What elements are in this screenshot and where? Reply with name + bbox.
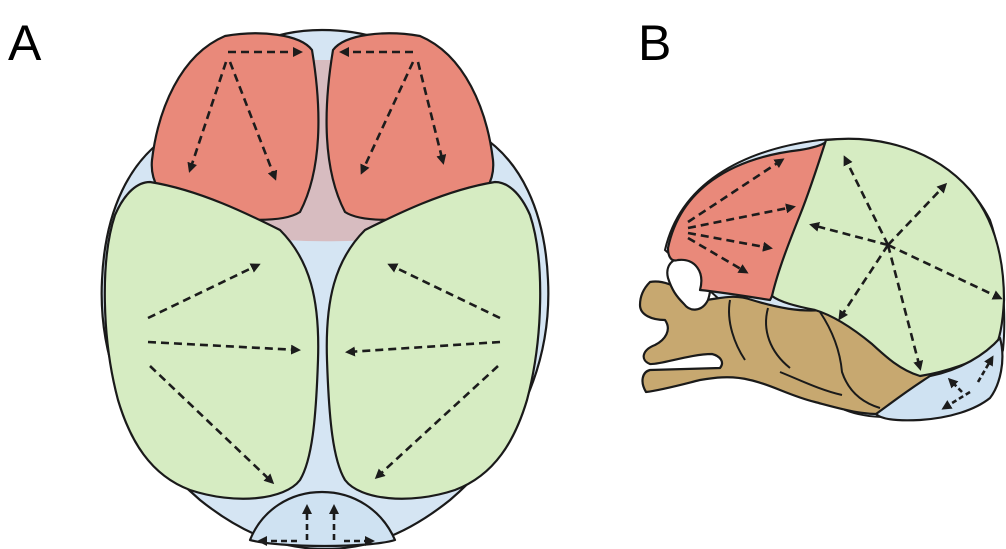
top-view-skull xyxy=(102,30,549,549)
side-view-skull xyxy=(640,139,1004,421)
